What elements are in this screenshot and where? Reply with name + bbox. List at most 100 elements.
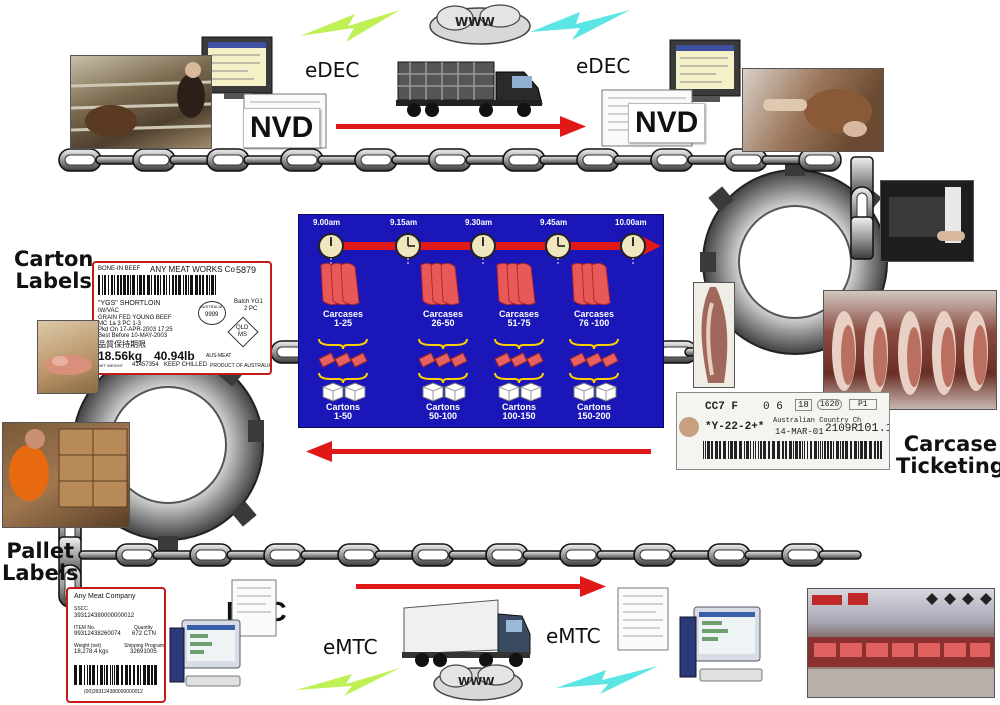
barcode-bar [120,275,122,295]
chain-link [744,550,788,560]
barcode-bar [104,665,105,685]
chain-link [818,550,862,560]
chain-link [95,155,139,165]
chain-link [132,148,176,172]
barcode-bar [799,441,801,459]
pallet-quantity-label: Quantity [134,625,153,631]
barcode-bar [793,441,794,459]
time-label: 9.30am [465,218,493,227]
pallet-labels-line1: Pallet [6,539,75,563]
barcode-bar [114,665,115,685]
time-label: 9.45am [540,218,568,227]
meat-cut-icon [450,352,468,368]
cattle-handling-photo [742,68,884,152]
ticket-hand [679,417,699,437]
barcode-bar [175,275,177,295]
carcase-group-line1: Carcases [573,309,615,319]
ticket-code2: 0 6 [763,401,783,413]
carton-group-line1: Cartons [425,402,460,412]
carton-box-icon [520,382,542,402]
brace-mark [318,372,368,384]
chain-link [559,543,603,567]
barcode-bar [789,441,792,459]
barcode-bar [715,441,718,459]
chain-link [654,340,698,364]
chain-link [670,550,714,560]
barcode-bar [114,275,115,295]
brace-mark [418,338,468,350]
barcode-bar [172,275,174,295]
edec-left-label: eDEC [305,58,360,82]
ticket-date: 14-MAR-01 [775,427,824,437]
carton-best-before: Best Before 10-MAY-2003 [98,333,168,339]
carton-group-line2: 1-50 [333,411,352,422]
barcode-bar [169,275,170,295]
chain-link [317,155,361,165]
chain-link [761,155,805,165]
chain-link [687,155,731,165]
barcode-bar [143,275,145,295]
carton-stamp-text: AUSTRALIA [200,304,223,309]
lightning-icon [530,10,630,40]
bottom-network-link [296,664,658,701]
computer-icon-bottom-left [169,619,241,687]
chain-link [169,155,213,165]
carton-box-icon [444,382,466,402]
barcode-bar [121,665,123,685]
pallet-label-card: Any Meat Company SSCC 393124380000000012… [66,587,166,703]
barcode-bar [864,441,867,459]
chain-link [465,155,509,165]
www-cloud-bottom-label: WWW [458,675,495,688]
emtc-left-label: eMTC [323,635,378,659]
barcode-bar [763,441,766,459]
carcase-group-line1: Carcases [322,309,364,319]
ticket-line2: *Y-22-2+* [705,421,765,433]
timeline-panel: 9.00am 9.15am 9.30am 9.45am 10.00am Carc… [298,214,664,428]
carton-stamp-round: AUSTRALIA 9999 [198,301,226,325]
lightning-icon [556,666,658,694]
barcode-bar [782,441,784,459]
barcode-bar [744,441,745,459]
edec-right-label: eDEC [576,54,631,78]
barcode-bar [728,441,729,459]
barcode-bar [746,441,749,459]
carton-batch: Batch YG1 [234,299,263,305]
barcode-bar [125,665,128,685]
barcode-bar [795,441,798,459]
meat-cut-icon [350,352,368,368]
barcode-bar [137,275,138,295]
barcode-bar [206,275,208,295]
chain-link [115,543,159,567]
chain-link [539,155,583,165]
pallet-barcode-number: (00)393124380000000012 [84,689,143,695]
brace-mark [494,372,544,384]
carton-serial: 41457354 [132,362,159,368]
carton-product-type: BONE-IN BEEF [98,266,141,272]
carton-product: "YGS" SHORTLOIN [98,300,161,307]
barcode-bar [188,275,189,295]
barcode-bar [209,275,210,295]
carton-scanning-photo [2,422,130,528]
carton-keep-chilled: KEEP CHILLED [164,362,207,368]
barcode-bar [151,665,153,685]
barcode-bar [818,441,819,459]
carton-group-line2: 150-200 [577,411,611,422]
carton-net-weight: NET WEIGHT [98,363,124,368]
cloud-icon [433,664,523,701]
pallet-item-label: ITEM No. [74,625,96,631]
barcode-bar [758,441,759,459]
meat-cut-icon [526,352,544,368]
barcode-bar [836,441,839,459]
barcode-bar [768,441,770,459]
retail-meat-display-photo [807,588,995,698]
carton-stamp2-line2: MS [238,332,247,338]
barcode-bar [143,665,146,685]
meat-cut-icon [318,352,336,368]
chain-link [522,550,566,560]
chain-link [485,543,529,567]
carton-barcode [98,275,216,295]
chain-link [650,148,694,172]
time-label: 9.00am [313,218,341,227]
